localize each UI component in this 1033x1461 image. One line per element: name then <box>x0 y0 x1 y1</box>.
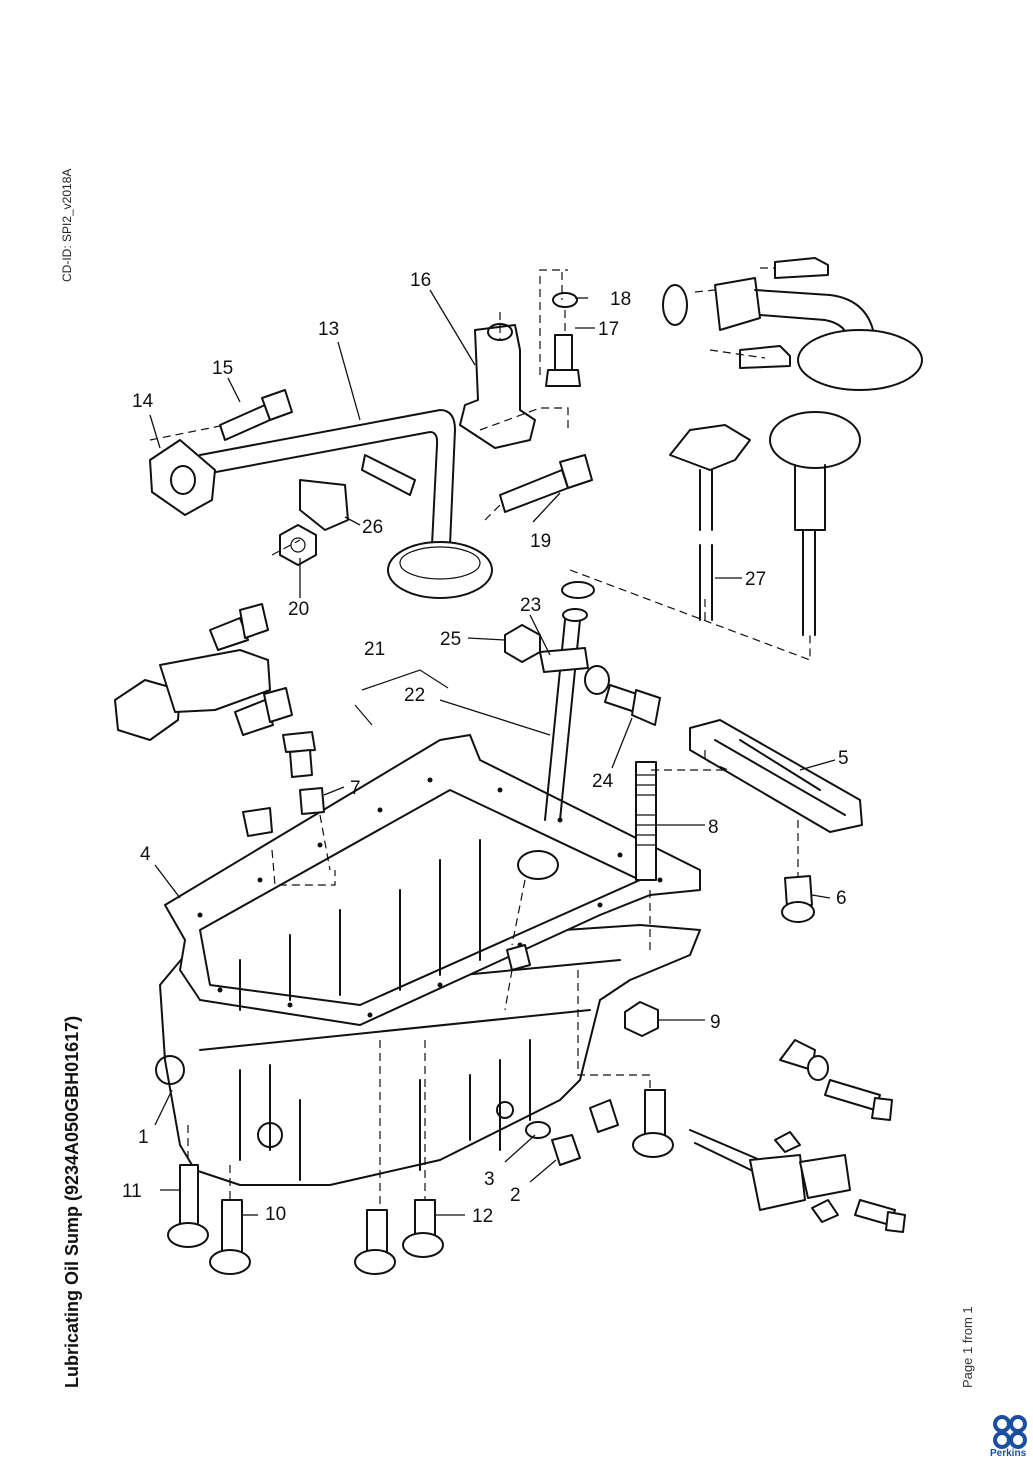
logo-text: Perkins <box>990 1448 1027 1459</box>
callout-6: 6 <box>836 888 847 909</box>
callout-11: 11 <box>122 1181 142 1202</box>
nut-20 <box>279 524 317 566</box>
support-bracket <box>459 323 536 449</box>
bolt-right-lower <box>632 1089 674 1158</box>
callout-19: 19 <box>530 531 551 552</box>
callout-1: 1 <box>138 1127 149 1148</box>
dipstick-tube <box>539 581 595 821</box>
callout-2: 2 <box>510 1185 521 1206</box>
bolt-11 <box>167 1164 209 1248</box>
drain-plug-2 <box>525 1099 619 1166</box>
bolt-12 <box>354 1199 444 1275</box>
suction-pipe <box>149 409 493 599</box>
nut-25 <box>504 624 541 663</box>
callout-13: 13 <box>318 319 339 340</box>
bolt-24 <box>584 665 661 726</box>
group-bracket-21 <box>354 669 449 726</box>
washer-18 <box>552 292 578 308</box>
sleeve-fitting <box>506 944 531 971</box>
callout-18: 18 <box>610 289 631 310</box>
callout-numbers: 1 2 3 4 5 6 7 8 9 10 11 12 13 14 15 16 1… <box>122 270 849 1227</box>
plug-7 <box>282 731 325 815</box>
bolt-15 <box>219 389 293 441</box>
bottom-bracket-assembly <box>689 1039 906 1233</box>
dipstick-assembly <box>669 411 861 636</box>
rail-bracket-5 <box>689 719 863 833</box>
bolt-6 <box>781 875 815 923</box>
callout-4: 4 <box>140 844 151 865</box>
nut-9 <box>624 1001 659 1037</box>
callout-9: 9 <box>710 1012 721 1033</box>
suction-assembly-alt <box>662 257 923 391</box>
callout-16: 16 <box>410 270 431 291</box>
leader-lines <box>149 289 836 1216</box>
callout-12: 12 <box>472 1206 493 1227</box>
callout-5: 5 <box>838 748 849 769</box>
callout-20: 20 <box>288 599 309 620</box>
callout-21: 21 <box>364 639 385 660</box>
plug-small <box>242 807 273 837</box>
sump-inner-wall <box>239 839 481 1011</box>
callout-14: 14 <box>132 391 154 412</box>
callout-10: 10 <box>265 1204 286 1225</box>
callout-27: 27 <box>745 569 766 590</box>
callout-25: 25 <box>440 629 461 650</box>
alignment-lines <box>149 267 811 1210</box>
callout-24: 24 <box>592 771 614 792</box>
tube-fitting <box>517 850 559 880</box>
bolt-19 <box>499 454 593 513</box>
callout-17: 17 <box>598 319 619 340</box>
callout-22: 22 <box>404 685 425 706</box>
callout-8: 8 <box>708 817 719 838</box>
elbow-connector <box>114 603 293 741</box>
pipe-bracket <box>299 454 416 531</box>
bolt-10 <box>209 1199 251 1275</box>
perkins-logo-icon <box>993 1415 1027 1449</box>
callout-26: 26 <box>362 517 383 538</box>
callout-7: 7 <box>350 778 361 799</box>
bolt-17 <box>545 334 581 387</box>
callout-23: 23 <box>520 595 541 616</box>
callout-15: 15 <box>212 358 233 379</box>
stud-8 <box>635 761 657 881</box>
callout-3: 3 <box>484 1169 495 1190</box>
